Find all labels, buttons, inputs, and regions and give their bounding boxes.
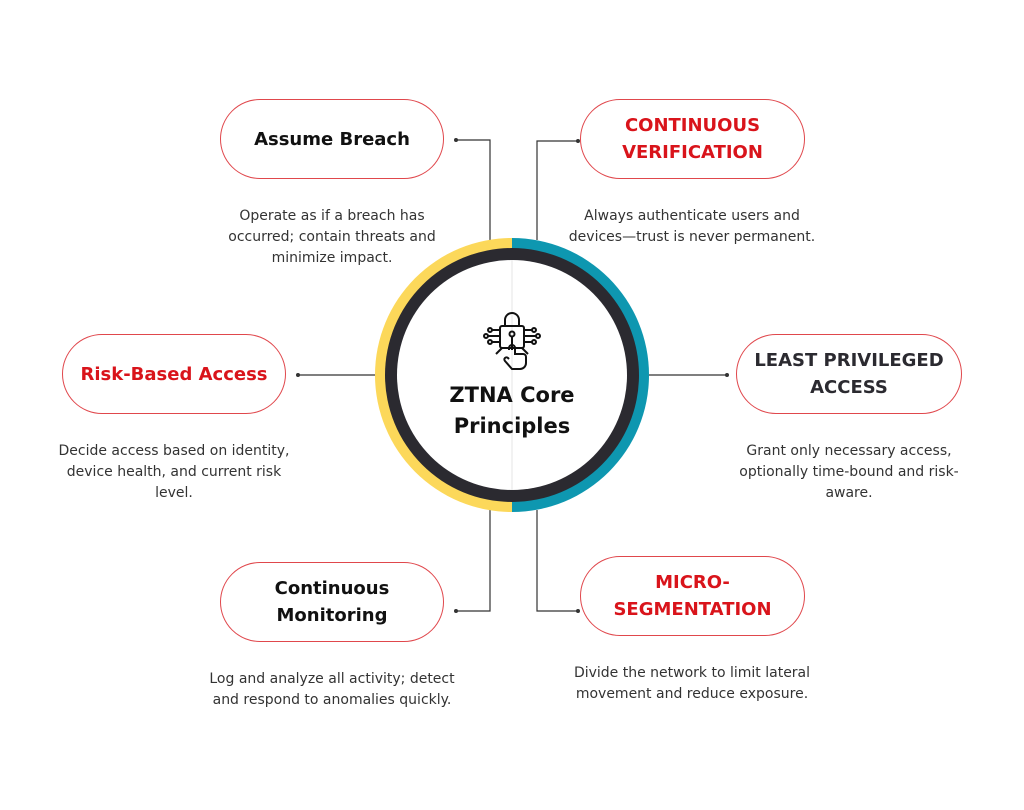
connector-lines	[298, 139, 727, 612]
principle-assume-breach: Assume Breach	[220, 99, 444, 179]
lock-circuit-hand-icon	[483, 312, 541, 370]
principle-continuous-monitoring: Continuous Monitoring	[220, 562, 444, 642]
principle-micro-segmentation: MICRO-SEGMENTATION	[580, 556, 805, 636]
principle-least-privileged-access: LEAST PRIVILEGED ACCESS	[736, 334, 962, 414]
desc-assume-breach: Operate as if a breach has occurred; con…	[228, 208, 436, 266]
desc-risk-based-access: Decide access based on identity, device …	[58, 443, 290, 501]
center-title: ZTNA Core Principles	[449, 383, 575, 438]
desc-continuous-monitoring: Log and analyze all activity; detect and…	[209, 671, 455, 708]
desc-least-privileged-access: Grant only necessary access, optionally …	[739, 443, 959, 501]
connector-continuous-verification	[536, 140, 578, 240]
principle-continuous-verification: CONTINUOUS VERIFICATION	[580, 99, 805, 179]
connector-assume-breach	[456, 139, 491, 240]
connector-micro-segmentation	[536, 510, 578, 612]
desc-micro-segmentation: Divide the network to limit lateral move…	[573, 665, 811, 702]
desc-continuous-verification: Always authenticate users and devices—tr…	[568, 208, 816, 245]
connector-continuous-monitoring	[456, 510, 491, 612]
principle-risk-based-access: Risk-Based Access	[62, 334, 286, 414]
